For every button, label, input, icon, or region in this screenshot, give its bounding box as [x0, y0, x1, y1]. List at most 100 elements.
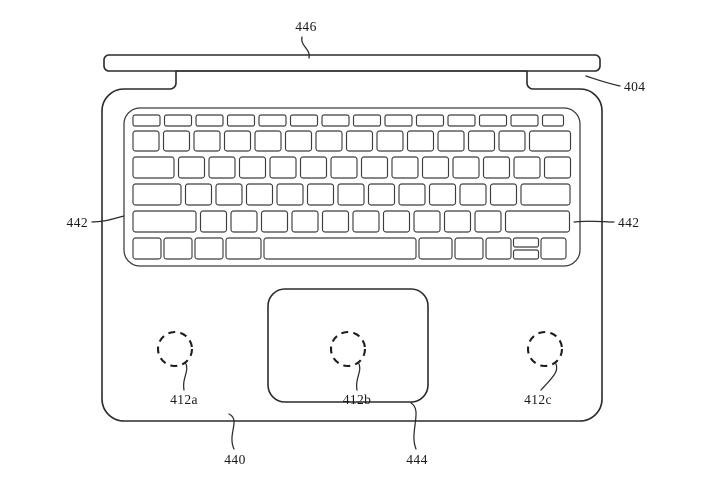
sensor-left [156, 330, 194, 368]
key-q[interactable] [177, 156, 206, 179]
key-o[interactable] [421, 156, 450, 179]
key-t[interactable] [299, 156, 328, 179]
key-v[interactable] [291, 210, 319, 233]
key-tab[interactable] [132, 156, 175, 179]
key-z[interactable] [199, 210, 228, 233]
reference-label-440: 440 [224, 452, 245, 467]
key-arrow-right[interactable] [540, 237, 567, 260]
display-hinge-bar [103, 54, 601, 72]
key-s[interactable] [215, 183, 243, 206]
key-u[interactable] [360, 156, 389, 179]
key-f6[interactable] [321, 114, 350, 127]
keyboard-row-number [132, 130, 572, 152]
key-a[interactable] [184, 183, 213, 206]
key-8[interactable] [376, 130, 404, 152]
key-return[interactable] [520, 183, 571, 206]
key-command-right[interactable] [418, 237, 453, 260]
key-9[interactable] [406, 130, 435, 152]
sensor-center [329, 330, 367, 368]
base-housing [101, 70, 603, 422]
key-power[interactable] [541, 114, 565, 127]
key-e[interactable] [238, 156, 267, 179]
leader-412c [540, 363, 558, 391]
key-2[interactable] [193, 130, 221, 152]
key-c[interactable] [260, 210, 289, 233]
key-b[interactable] [321, 210, 350, 233]
key-arrow-down[interactable] [512, 249, 540, 260]
key-control[interactable] [163, 237, 193, 260]
keyboard-row-shift [132, 210, 571, 233]
key-n[interactable] [352, 210, 380, 233]
sensor-right [526, 330, 564, 368]
leader-440 [228, 413, 235, 450]
key-x[interactable] [230, 210, 258, 233]
reference-label-412c: 412c [524, 392, 552, 407]
leader-412a [183, 363, 188, 391]
key-f7[interactable] [352, 114, 382, 127]
key-f10[interactable] [447, 114, 476, 127]
key-shift-left[interactable] [132, 210, 197, 233]
key-space[interactable] [263, 237, 417, 260]
leader-444 [410, 402, 417, 450]
key-fn[interactable] [132, 237, 162, 260]
reference-label-412a: 412a [170, 392, 198, 407]
key-1[interactable] [162, 130, 191, 152]
key-esc[interactable] [132, 114, 161, 127]
key-f5[interactable] [289, 114, 319, 127]
key-j[interactable] [367, 183, 396, 206]
key-quote[interactable] [489, 183, 518, 206]
key-f1[interactable] [163, 114, 193, 127]
key-f8[interactable] [384, 114, 413, 127]
key-6[interactable] [315, 130, 343, 152]
key-i[interactable] [391, 156, 419, 179]
key-f12[interactable] [510, 114, 539, 127]
key-d[interactable] [245, 183, 274, 206]
key-option-left[interactable] [194, 237, 224, 260]
key-y[interactable] [330, 156, 358, 179]
leader-446 [301, 36, 310, 59]
key-grave[interactable] [132, 130, 160, 152]
key-7[interactable] [345, 130, 374, 152]
key-f11[interactable] [478, 114, 508, 127]
key-f9[interactable] [415, 114, 445, 127]
key-g[interactable] [306, 183, 335, 206]
keyboard-row-home [132, 183, 571, 206]
key-f[interactable] [276, 183, 304, 206]
key-semicolon[interactable] [459, 183, 487, 206]
key-f4[interactable] [258, 114, 287, 127]
key-bracket-right[interactable] [513, 156, 541, 179]
key-4[interactable] [254, 130, 282, 152]
trackpad[interactable] [267, 288, 429, 403]
reference-label-442-right: 442 [618, 215, 639, 230]
key-k[interactable] [398, 183, 426, 206]
key-equal[interactable] [498, 130, 526, 152]
keyboard-row-qwerty [132, 156, 572, 179]
key-arrow-up[interactable] [512, 237, 540, 248]
key-0[interactable] [437, 130, 465, 152]
key-option-right[interactable] [454, 237, 484, 260]
key-delete[interactable] [528, 130, 572, 152]
key-backslash[interactable] [543, 156, 572, 179]
key-w[interactable] [208, 156, 236, 179]
key-minus[interactable] [467, 130, 496, 152]
key-5[interactable] [284, 130, 313, 152]
key-slash[interactable] [474, 210, 502, 233]
key-l[interactable] [428, 183, 457, 206]
key-f3[interactable] [226, 114, 256, 127]
key-h[interactable] [337, 183, 365, 206]
key-3[interactable] [223, 130, 252, 152]
key-shift-right[interactable] [504, 210, 571, 233]
key-caps-lock[interactable] [132, 183, 182, 206]
key-bracket-left[interactable] [482, 156, 511, 179]
leader-442-left [91, 215, 125, 223]
key-m[interactable] [382, 210, 411, 233]
key-r[interactable] [269, 156, 297, 179]
key-period[interactable] [443, 210, 472, 233]
key-p[interactable] [452, 156, 480, 179]
key-command-left[interactable] [225, 237, 262, 260]
key-arrow-left[interactable] [485, 237, 512, 260]
key-comma[interactable] [413, 210, 441, 233]
key-f2[interactable] [195, 114, 224, 127]
